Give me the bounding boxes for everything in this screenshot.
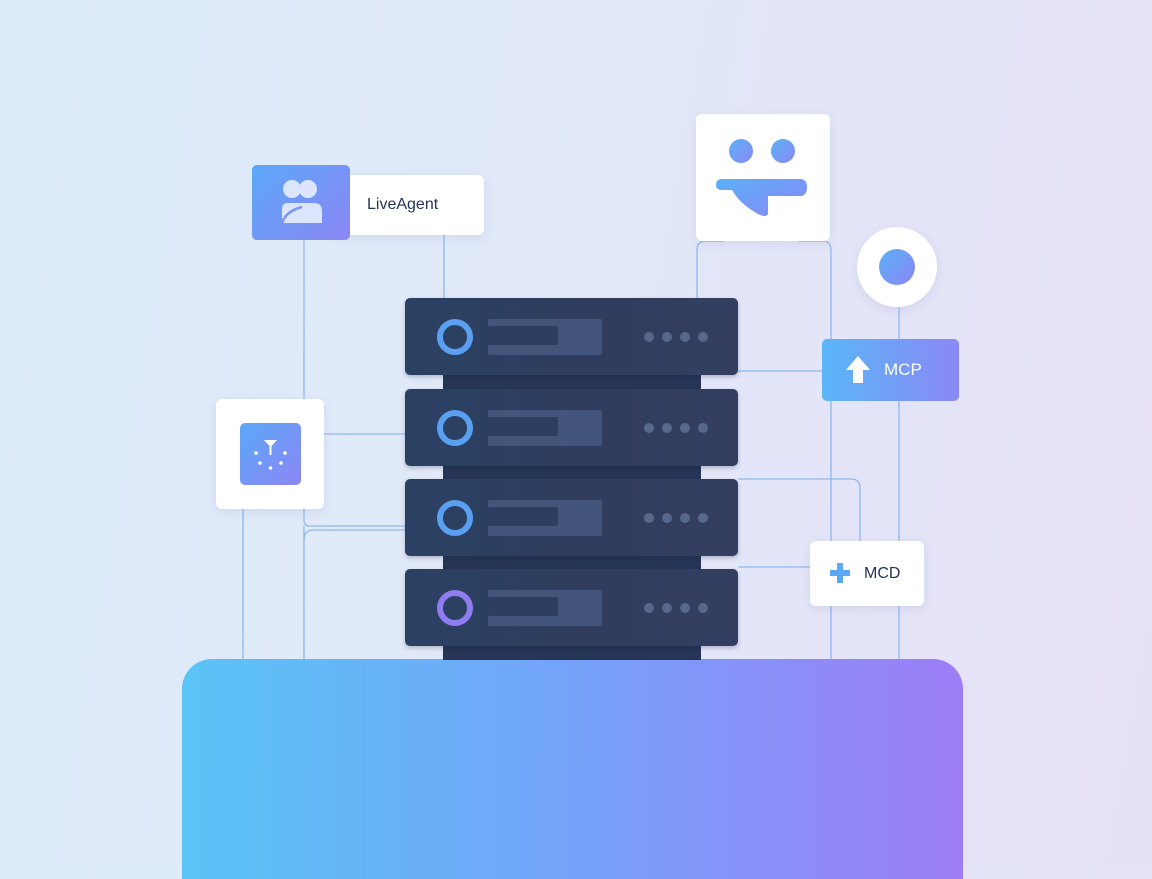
status-lights [644,513,708,523]
wire-left-branch [303,529,406,541]
server-unit-3 [405,479,738,556]
mcd-card[interactable]: MCD [810,541,924,606]
platform-base [182,659,963,879]
power-ring-icon [437,410,473,446]
drive-slot-inner [488,417,558,436]
server-unit-1 [405,298,738,375]
drive-slot-inner [488,326,558,345]
power-ring-icon [437,500,473,536]
smiley-icon [716,179,807,216]
wire-smiley-left [696,240,724,298]
drive-slot-inner [488,507,558,526]
spark-tile [240,423,301,485]
circle-badge[interactable] [857,227,937,307]
status-lights [644,423,708,433]
right-eye-icon [771,139,795,163]
mcp-label: MCP [884,360,922,379]
liveagent-card[interactable]: LiveAgent [330,175,484,235]
liveagent-label: LiveAgent [367,196,439,213]
plus-icon [830,563,850,583]
power-ring-icon [437,590,473,626]
spark-card[interactable] [216,399,324,509]
drive-slot-inner [488,597,558,616]
liveagent-tile[interactable] [252,165,350,240]
power-ring-icon [437,319,473,355]
wire-leftcard-bottom [303,508,406,527]
status-lights [644,603,708,613]
mcd-label: MCD [864,565,901,582]
dot-icon [879,249,915,285]
server-unit-4 [405,569,738,646]
status-lights [644,332,708,342]
smiley-card[interactable] [696,114,830,241]
users-icon [280,180,322,224]
spark-icon [254,440,287,470]
mcp-card[interactable]: MCP [822,339,959,401]
wire-server-right [738,478,861,541]
server-unit-2 [405,389,738,466]
wire-smiley-right [798,240,832,339]
left-eye-icon [729,139,753,163]
arrow-up-icon [846,356,870,383]
